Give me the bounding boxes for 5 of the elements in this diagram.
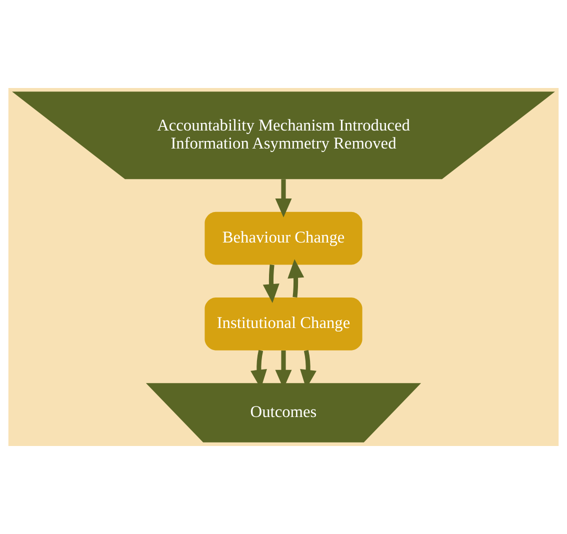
arrow — [288, 259, 304, 298]
arrow — [262, 264, 280, 303]
arrow — [275, 179, 292, 218]
node-box: Institutional Change — [204, 298, 362, 350]
node-box: Behaviour Change — [204, 212, 362, 265]
